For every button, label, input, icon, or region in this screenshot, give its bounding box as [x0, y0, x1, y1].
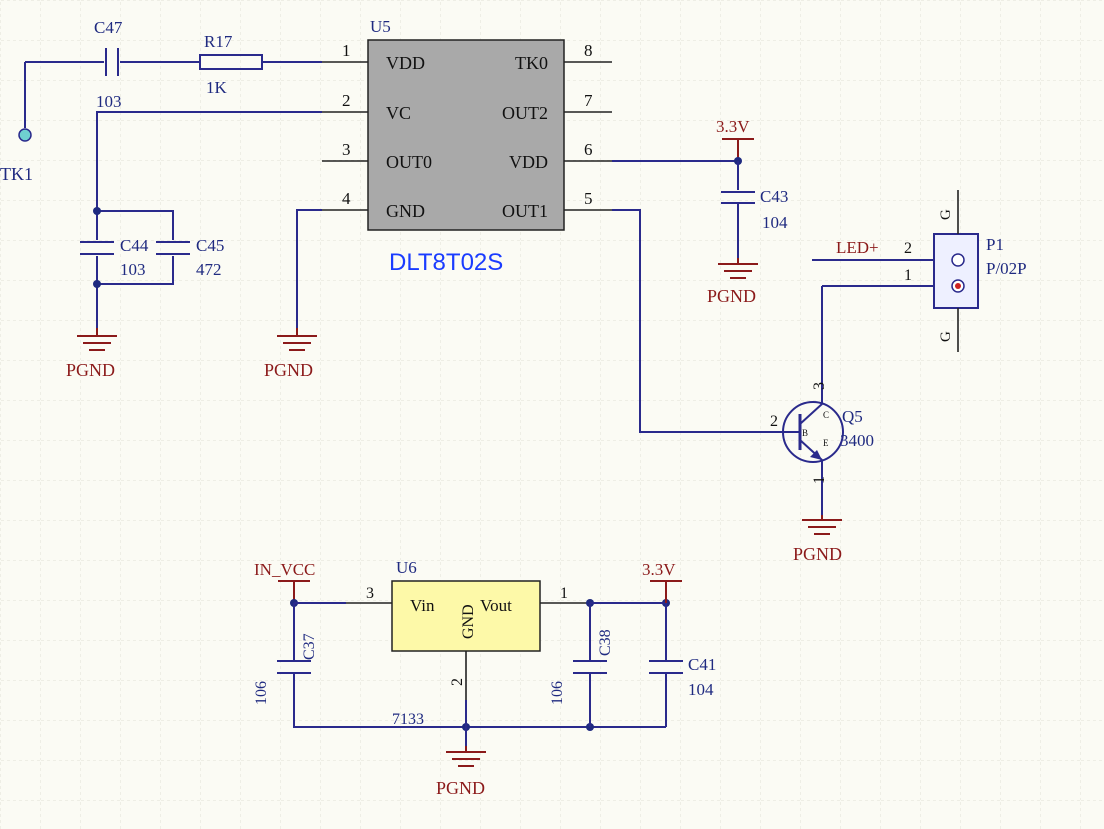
u5-pin4-name: GND: [386, 201, 425, 221]
p1-ref: P1: [986, 235, 1004, 254]
u5-pin6-num: 6: [584, 140, 593, 159]
p1-g-bottom: G: [938, 331, 954, 342]
pin2-socket-icon: [951, 253, 965, 267]
vdd-network: 3.3V C43 104 PGND: [612, 117, 788, 306]
v33-label-2: 3.3V: [642, 560, 676, 579]
u6-pin-gnd-num: 2: [449, 678, 466, 686]
q5-pin-b-num: 2: [770, 413, 778, 430]
pgnd-symbol-1: PGND: [66, 328, 117, 380]
u5-pin8-num: 8: [584, 41, 593, 60]
u5-pin5-num: 5: [584, 189, 593, 208]
c44-ref: C44: [120, 236, 149, 255]
q5-c-letter: C: [823, 410, 829, 420]
connector-p1[interactable]: LED+ 2 1 G G P1 P/02P: [812, 190, 1027, 352]
c37-ref: C37: [301, 633, 318, 660]
u5-pin7-name: OUT2: [502, 103, 548, 123]
u5-part-label: DLT8T02S: [389, 249, 503, 276]
ic-u5[interactable]: U5 1 2 3 4 8 7 6 5 VDD VC OUT0 GND TK0 O…: [322, 17, 612, 276]
c47-ref: C47: [94, 18, 123, 37]
transistor-q5[interactable]: 2 3 1 B C E Q5 3400 PGND: [770, 286, 874, 564]
u6-pin-vout-num: 1: [560, 585, 568, 602]
r17-ref: R17: [204, 32, 233, 51]
led-plus-label: LED+: [836, 238, 879, 257]
u5-pin8-name: TK0: [515, 53, 548, 73]
u5-pin7-num: 7: [584, 91, 593, 110]
capacitor-c43[interactable]: C43 104: [721, 187, 788, 232]
c45-value: 472: [196, 260, 222, 279]
u6-part: 7133: [392, 711, 424, 728]
q5-e-letter: E: [823, 438, 829, 448]
u5-pin3-num: 3: [342, 140, 351, 159]
c41-value: 104: [688, 680, 714, 699]
q5-ref: Q5: [842, 407, 863, 426]
capacitor-c45[interactable]: C45 472: [156, 236, 224, 279]
capacitor-c41[interactable]: C41 104: [649, 655, 716, 699]
u5-pin3-name: OUT0: [386, 152, 432, 172]
r17-value: 1K: [206, 78, 228, 97]
regulator-section: IN_VCC C37 106 U6 3 1 2 Vin GND Vout 713…: [253, 558, 716, 798]
c43-ref: C43: [760, 187, 788, 206]
c45-ref: C45: [196, 236, 224, 255]
u5-pin2-name: VC: [386, 103, 411, 123]
v33-label-1: 3.3V: [716, 117, 750, 136]
c38-value: 106: [549, 681, 566, 705]
u5-pin5-name: OUT1: [502, 201, 548, 221]
capacitor-c44[interactable]: C44 103: [80, 236, 149, 279]
c37-value: 106: [253, 681, 270, 705]
c47-value: 103: [96, 92, 122, 111]
q5-b-letter: B: [802, 428, 808, 438]
pgnd-label-2: PGND: [264, 360, 313, 380]
capacitor-c38[interactable]: C38 106: [549, 629, 614, 705]
pgnd-label-5: PGND: [436, 778, 485, 798]
touch-pad-icon[interactable]: [18, 128, 32, 142]
p1-pin2-num: 2: [904, 240, 912, 257]
pgnd-label-4: PGND: [793, 544, 842, 564]
capacitor-c47[interactable]: C47 103: [94, 18, 123, 111]
capacitor-c37[interactable]: C37 106: [253, 633, 318, 705]
u5-pin6-name: VDD: [509, 152, 548, 172]
u5-pin1-name: VDD: [386, 53, 425, 73]
q5-value: 3400: [840, 431, 874, 450]
p1-value: P/02P: [986, 259, 1027, 278]
u5-pin4-num: 4: [342, 189, 351, 208]
vc-network: C44 103 C45 472 PGND: [66, 111, 322, 380]
u5-pin1-num: 1: [342, 41, 351, 60]
c38-ref: C38: [597, 629, 614, 656]
q5-pin-e-num: 1: [811, 476, 828, 484]
u6-vout-name: Vout: [480, 596, 512, 615]
u5-pin2-num: 2: [342, 91, 351, 110]
u5-ref: U5: [370, 17, 391, 36]
out1-network: [612, 209, 780, 433]
p1-g-top: G: [938, 209, 954, 220]
p1-pin1-num: 1: [904, 267, 912, 284]
c41-ref: C41: [688, 655, 716, 674]
tk1-label: TK1: [0, 164, 33, 184]
u6-gnd-name: GND: [460, 604, 477, 639]
invcc-label: IN_VCC: [254, 560, 315, 579]
ic-u6[interactable]: U6 3 1 2 Vin GND Vout 7133: [346, 558, 590, 728]
resistor-r17[interactable]: R17 1K: [199, 32, 263, 97]
pin1-dot-icon: [955, 283, 961, 289]
u6-vin-name: Vin: [410, 596, 435, 615]
u6-pin-vin-num: 3: [366, 585, 374, 602]
u6-ref: U6: [396, 558, 417, 577]
svg-text:PGND: PGND: [66, 360, 115, 380]
pgnd-label-3: PGND: [707, 286, 756, 306]
c44-value: 103: [120, 260, 146, 279]
u5-gnd-network: PGND: [264, 209, 322, 380]
c43-value: 104: [762, 213, 788, 232]
touch-input-network: TK1 C47 103 R17 1K: [0, 18, 322, 184]
q5-pin-c-num: 3: [811, 382, 828, 390]
